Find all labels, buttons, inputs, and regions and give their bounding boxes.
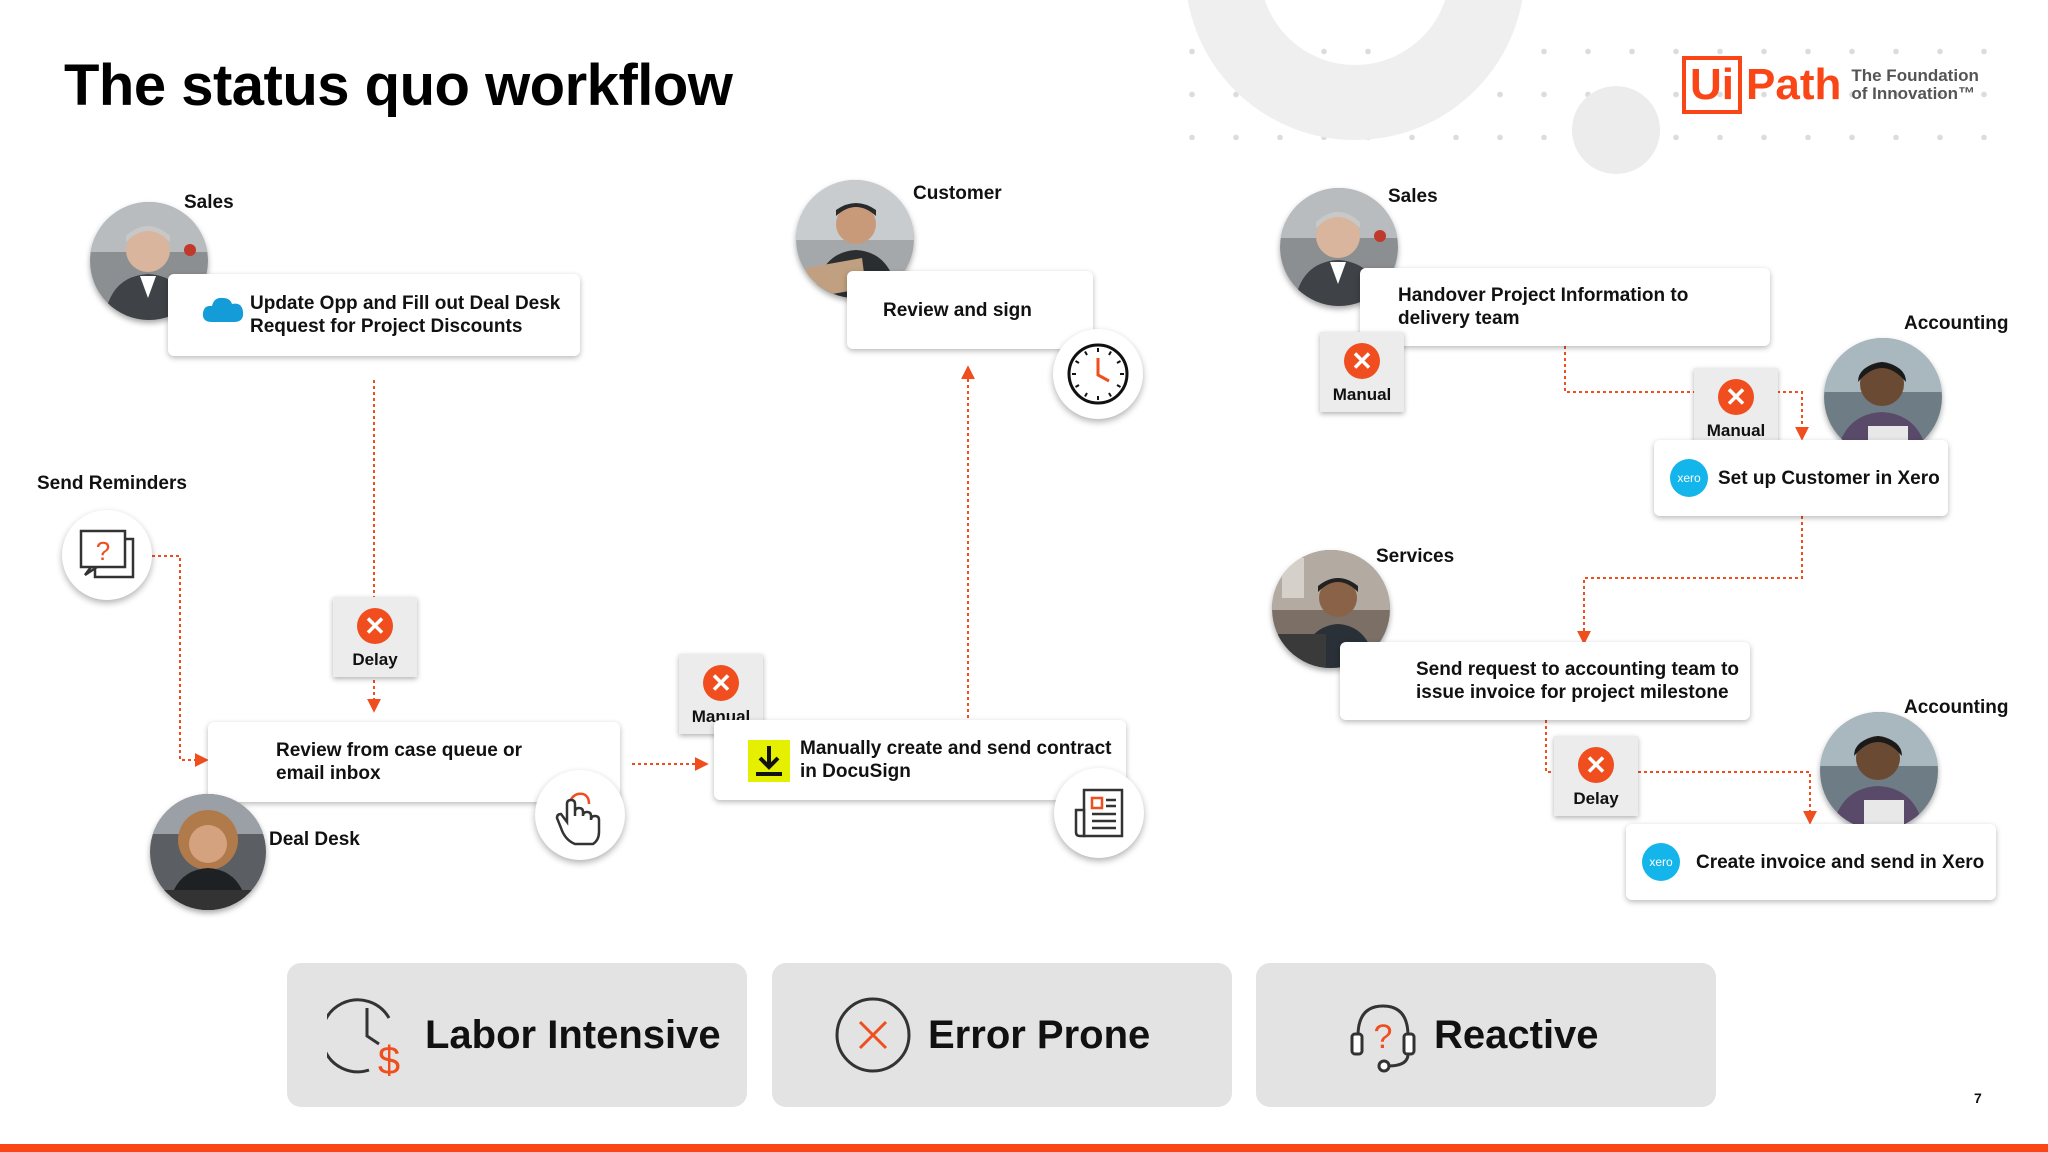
- logo-ui: Ui: [1682, 56, 1742, 114]
- step-text-handover: Handover Project Information to delivery…: [1398, 285, 1689, 329]
- logo-path: Path: [1746, 60, 1842, 109]
- step-card-setup-xero: xero Set up Customer in Xero: [1654, 440, 1948, 516]
- connector-xero-to-request: [1577, 516, 1803, 645]
- connector-request-to-invoice: [1545, 720, 1817, 825]
- send-reminders-circle: ?: [62, 510, 152, 600]
- connector-handover-to-xero: [1564, 346, 1809, 441]
- error-x-icon: ✕: [1344, 343, 1380, 379]
- step-text-update-opp: Update Opp and Fill out Deal Desk Reques…: [250, 293, 561, 337]
- error-x-icon: ✕: [703, 665, 739, 701]
- decorative-circle: [1572, 86, 1660, 174]
- accounting-avatar-1: [1824, 338, 1942, 456]
- role-label-accounting-1: Accounting: [1904, 313, 2009, 334]
- pointer-circle: [535, 770, 625, 860]
- step-card-create-invoice: xero Create invoice and send in Xero: [1626, 824, 1996, 900]
- error-circle-icon: [835, 997, 911, 1073]
- accounting-avatar-2: [1820, 712, 1938, 830]
- manual-badge-2: ✕ Manual: [1320, 332, 1404, 412]
- logo-tagline-line1: The Foundation: [1851, 66, 1979, 85]
- step-text-create-contract: Manually create and send contract in Doc…: [800, 738, 1112, 782]
- document-circle: [1054, 768, 1144, 858]
- connector-reminders-to-review: [152, 555, 209, 767]
- summary-box-reactive: ? Reactive: [1256, 963, 1716, 1107]
- footer-accent-bar: [0, 1144, 2048, 1152]
- summary-box-error: Error Prone: [772, 963, 1232, 1107]
- step-card-handover: Handover Project Information to delivery…: [1360, 268, 1770, 346]
- hand-pointer-icon: [555, 792, 601, 846]
- docusign-download-icon: [748, 740, 790, 782]
- step-text-send-request: Send request to accounting team to issue…: [1416, 659, 1740, 703]
- error-x-icon: ✕: [357, 608, 393, 644]
- step-card-send-request: Send request to accounting team to issue…: [1340, 642, 1750, 720]
- summary-box-labor: $ Labor Intensive: [287, 963, 747, 1107]
- badge-label: Delay: [352, 650, 398, 669]
- summary-labor-text: Labor Intensive: [425, 1012, 721, 1057]
- salesforce-cloud-icon: [202, 297, 244, 322]
- role-label-sales-2: Sales: [1388, 186, 1438, 207]
- page-title: The status quo workflow: [64, 53, 733, 118]
- role-label-accounting-2: Accounting: [1904, 697, 2009, 718]
- step-text-create-invoice: Create invoice and send in Xero: [1696, 851, 1985, 873]
- role-label-sales: Sales: [184, 192, 234, 213]
- svg-text:$: $: [378, 1039, 400, 1076]
- summary-reactive-text: Reactive: [1434, 1012, 1599, 1057]
- page-number: 7: [1974, 1090, 1982, 1106]
- manual-badge-3: ✕ Manual: [1694, 368, 1778, 448]
- clock-dollar-icon: $: [327, 998, 400, 1076]
- step-text-review-queue: Review from case queue or email inbox: [276, 740, 523, 784]
- step-text-review-sign: Review and sign: [883, 299, 1032, 321]
- role-label-send-reminders: Send Reminders: [37, 473, 187, 494]
- delay-badge-2: ✕ Delay: [1554, 736, 1638, 816]
- svg-text:?: ?: [1374, 1018, 1393, 1056]
- svg-text:?: ?: [96, 536, 110, 566]
- badge-label: Delay: [1573, 789, 1619, 808]
- role-label-deal-desk: Deal Desk: [269, 829, 360, 850]
- logo-tagline-line2: of Innovation™: [1851, 84, 1976, 103]
- error-x-icon: ✕: [1578, 747, 1614, 783]
- step-card-review-sign: Review and sign: [847, 271, 1093, 349]
- clock-icon: [1067, 343, 1129, 405]
- clock-circle: [1053, 329, 1143, 419]
- delay-badge-1: ✕ Delay: [333, 597, 417, 677]
- chat-question-icon: ?: [79, 529, 135, 579]
- role-label-services: Services: [1376, 546, 1455, 567]
- uipath-logo: Ui Path The Foundation of Innovation™: [1682, 56, 1979, 114]
- xero-icon: xero: [1642, 843, 1680, 881]
- badge-label: Manual: [1332, 385, 1392, 404]
- step-text-setup-xero: Set up Customer in Xero: [1718, 467, 1940, 489]
- role-label-customer: Customer: [913, 183, 1002, 204]
- summary-error-text: Error Prone: [928, 1012, 1151, 1057]
- logo-tagline: The Foundation of Innovation™: [1851, 67, 1978, 103]
- xero-icon: xero: [1670, 459, 1708, 497]
- deal-desk-avatar: [150, 794, 266, 910]
- document-icon: [1074, 788, 1124, 838]
- error-x-icon: ✕: [1718, 379, 1754, 415]
- badge-label: Manual: [1706, 421, 1766, 440]
- headset-question-icon: ?: [1350, 1004, 1416, 1073]
